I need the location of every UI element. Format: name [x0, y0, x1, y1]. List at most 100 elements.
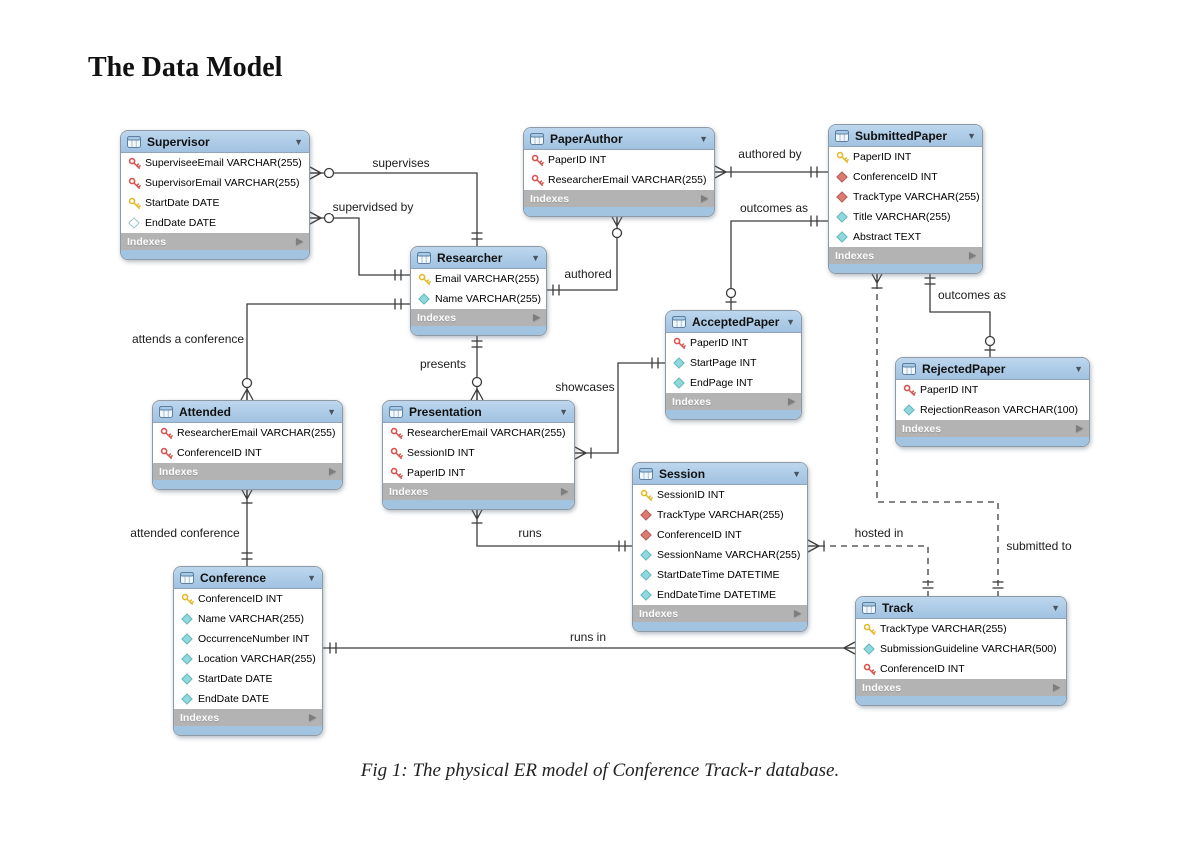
column-label: PaperID INT	[920, 384, 979, 396]
table-name: SubmittedPaper	[855, 128, 948, 143]
hash2-marker	[241, 552, 253, 560]
column-label: TrackType VARCHAR(255)	[853, 191, 980, 203]
key-yellow-icon	[180, 593, 194, 606]
diamond-cyan-icon	[180, 653, 194, 665]
key-yellow-icon	[835, 151, 849, 164]
expand-indexes-icon: ▶	[296, 236, 303, 246]
column-label: ResearcherEmail VARCHAR(255)	[548, 174, 707, 186]
table-footer	[633, 622, 807, 631]
table-icon	[672, 315, 686, 328]
table-footer	[829, 264, 982, 273]
key-red-icon	[159, 447, 173, 460]
relationship-label: authored by	[736, 147, 804, 161]
indexes-bar: Indexes▶	[383, 483, 574, 500]
relationship-label: runs	[516, 526, 544, 540]
column-label: RejectionReason VARCHAR(100)	[920, 404, 1078, 416]
column-row: ConferenceID INT	[174, 589, 322, 609]
column-label: EndPage INT	[690, 377, 754, 389]
column-row: TrackType VARCHAR(255)	[856, 619, 1066, 639]
relationship-label: showcases	[553, 380, 617, 394]
table-header: AcceptedPaper▼	[666, 311, 801, 333]
indexes-bar: Indexes▶	[121, 233, 309, 250]
column-row: SuperviseeEmail VARCHAR(255)	[121, 153, 309, 173]
key-red-icon	[672, 337, 686, 350]
table-icon	[862, 601, 876, 614]
indexes-bar: Indexes▶	[524, 190, 714, 207]
indexes-bar: Indexes▶	[666, 393, 801, 410]
diamond-cyan-icon	[180, 633, 194, 645]
hash2-marker	[992, 581, 1004, 589]
circle-marker	[323, 212, 335, 224]
indexes-label: Indexes	[639, 607, 679, 620]
table-footer	[174, 726, 322, 735]
relationship-label: authored	[562, 267, 614, 281]
diamond-cyan-icon	[862, 643, 876, 655]
column-label: StartDateTime DATETIME	[657, 569, 780, 581]
expand-indexes-icon: ▶	[309, 712, 316, 722]
hash2-marker	[810, 215, 818, 227]
crow-marker	[309, 211, 322, 225]
diamond-red-icon	[835, 171, 849, 183]
collapse-arrow-icon: ▼	[1074, 363, 1083, 374]
column-label: Email VARCHAR(255)	[435, 273, 540, 285]
table-name: RejectedPaper	[922, 361, 1006, 376]
connector-attends-a-conference	[246, 303, 410, 400]
indexes-bar: Indexes▶	[411, 309, 546, 326]
indexes-label: Indexes	[835, 249, 875, 262]
hash2-marker	[471, 232, 483, 240]
table-header: PaperAuthor▼	[524, 128, 714, 150]
circle-marker	[241, 377, 253, 389]
table-icon	[417, 251, 431, 264]
column-row: Title VARCHAR(255)	[829, 207, 982, 227]
table-icon	[127, 135, 141, 148]
column-label: SessionID INT	[407, 447, 475, 459]
key-yellow-icon	[639, 489, 653, 502]
column-row: EndDateTime DATETIME	[633, 585, 807, 605]
relationship-label: supervises	[370, 156, 432, 170]
column-row: SubmissionGuideline VARCHAR(500)	[856, 639, 1066, 659]
relationship-label: hosted in	[852, 526, 906, 540]
table-icon	[389, 405, 403, 418]
column-row: ResearcherEmail VARCHAR(255)	[153, 423, 342, 443]
table-presentation: Presentation▼ResearcherEmail VARCHAR(255…	[382, 400, 575, 510]
key-red-icon	[127, 177, 141, 190]
column-row: ConferenceID INT	[829, 167, 982, 187]
hash2-marker	[471, 340, 483, 348]
indexes-label: Indexes	[862, 681, 902, 694]
column-row: TrackType VARCHAR(255)	[829, 187, 982, 207]
connector-runs	[476, 508, 632, 547]
table-header: Supervisor▼	[121, 131, 309, 153]
key-red-icon	[389, 427, 403, 440]
collapse-arrow-icon: ▼	[792, 468, 801, 479]
indexes-bar: Indexes▶	[174, 709, 322, 726]
relationship-label: attended conference	[128, 526, 242, 540]
column-row: PaperID INT	[524, 150, 714, 170]
column-label: ConferenceID INT	[177, 447, 262, 459]
collapse-arrow-icon: ▼	[559, 406, 568, 417]
diamond-cyan-icon	[639, 589, 653, 601]
circle-marker	[323, 167, 335, 179]
column-label: SessionID INT	[657, 489, 725, 501]
expand-indexes-icon: ▶	[533, 312, 540, 322]
connector-submitted-to	[876, 272, 999, 596]
column-label: Location VARCHAR(255)	[198, 653, 316, 665]
table-name: Attended	[179, 404, 231, 419]
table-footer	[411, 326, 546, 335]
column-label: Name VARCHAR(255)	[198, 613, 304, 625]
table-name: Supervisor	[147, 134, 210, 149]
relationship-label: supervidsed by	[330, 200, 416, 214]
column-label: ConferenceID INT	[657, 529, 742, 541]
diamond-cyan-icon	[417, 293, 431, 305]
column-row: StartDate DATE	[174, 669, 322, 689]
crow-marker	[240, 388, 254, 401]
expand-indexes-icon: ▶	[969, 250, 976, 260]
table-researcher: Researcher▼Email VARCHAR(255)Name VARCHA…	[410, 246, 547, 336]
table-header: RejectedPaper ▼	[896, 358, 1089, 380]
column-row: SessionID INT	[633, 485, 807, 505]
collapse-arrow-icon: ▼	[967, 130, 976, 141]
table-name: PaperAuthor	[550, 131, 623, 146]
indexes-bar: Indexes▶	[856, 679, 1066, 696]
table-footer	[153, 480, 342, 489]
